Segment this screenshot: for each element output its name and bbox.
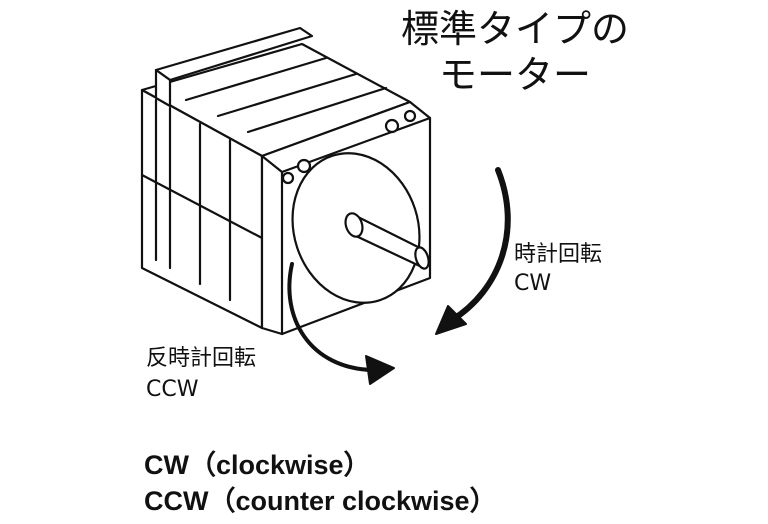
- mount-hole: [296, 158, 312, 174]
- cw-label-jp: 時計回転: [514, 242, 603, 267]
- ccw-arrow: [287, 262, 395, 385]
- ccw-label-en: CCW: [146, 377, 199, 402]
- mount-hole: [403, 109, 417, 123]
- ccw-label-jp: 反時計回転: [146, 346, 257, 371]
- title-line-2: モーター: [438, 53, 591, 97]
- cw-arrow: [435, 167, 511, 335]
- mount-hole: [384, 118, 400, 134]
- legend-cw: CW（clockwise）: [144, 450, 371, 480]
- title-line-1: 標準タイプの: [400, 7, 629, 51]
- mount-hole: [281, 171, 295, 185]
- cw-label-en: CW: [514, 271, 552, 296]
- legend-ccw: CCW（counter clockwise）: [144, 486, 497, 516]
